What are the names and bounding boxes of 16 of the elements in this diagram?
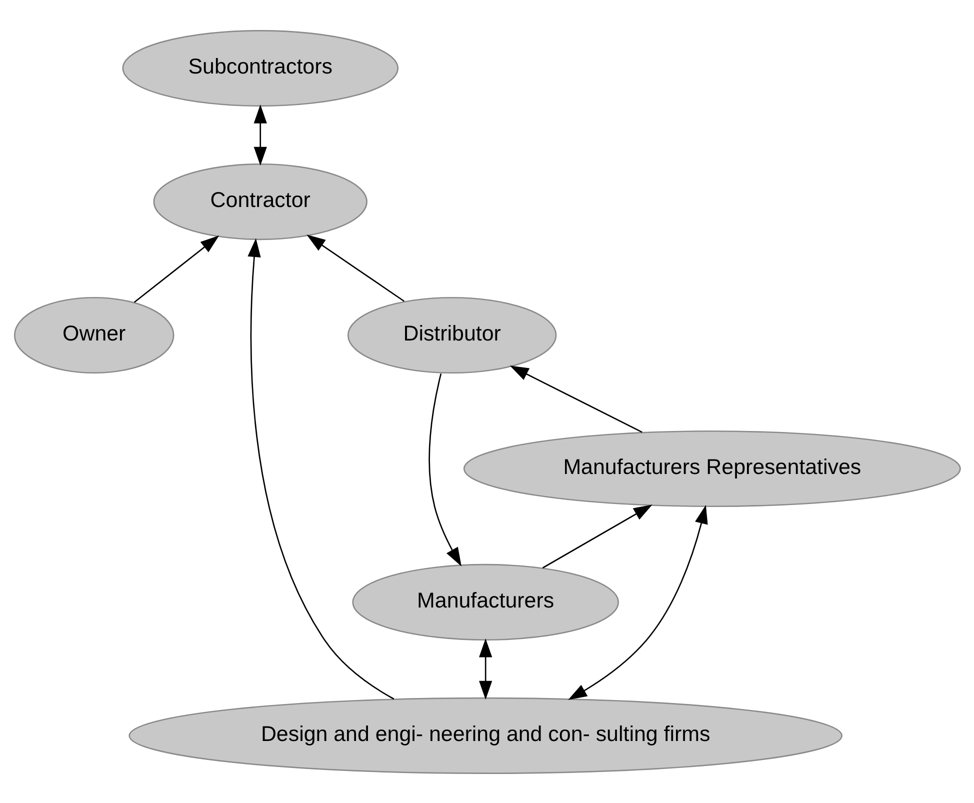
node-ellipse: Subcontractors — [122, 29, 398, 106]
arrow — [253, 104, 266, 166]
node-ellipse: Distributor — [346, 296, 556, 374]
node-ellipse: Design and engi- neering and con- sulting firms — [128, 696, 842, 774]
arrow — [247, 238, 394, 700]
arrow — [428, 372, 461, 566]
arrow — [478, 638, 492, 700]
node-ellipse: Owner — [13, 296, 174, 374]
arrow — [509, 365, 642, 432]
arrow — [133, 235, 219, 302]
node-ellipse: Manufacturers Representatives — [462, 430, 960, 507]
node-ellipse: Contractor — [152, 162, 367, 240]
node-ellipse: Manufacturers — [352, 563, 618, 640]
arrow — [306, 234, 404, 302]
arrow — [568, 504, 708, 700]
arrow — [542, 504, 652, 568]
